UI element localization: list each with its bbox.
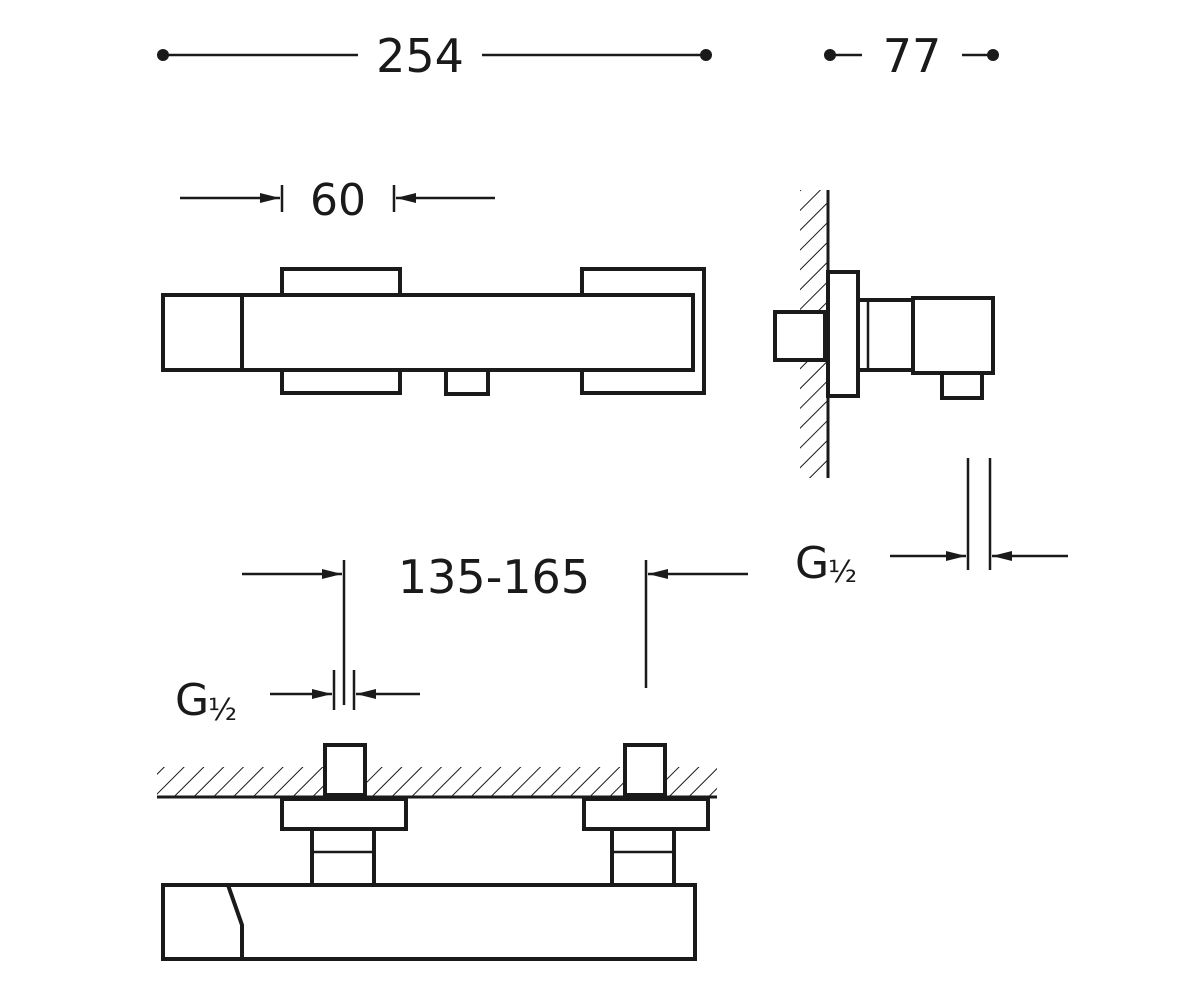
dimension-overall-depth: 77 xyxy=(824,29,999,83)
dimension-overall-width: 254 xyxy=(157,29,712,83)
front-view xyxy=(161,267,706,396)
overall-depth-label: 77 xyxy=(883,29,942,83)
thread-bottom-fraction: ½ xyxy=(208,693,237,728)
dimension-centers: 135-165 xyxy=(242,550,748,705)
thread-bottom-main: G xyxy=(175,675,209,726)
top-view xyxy=(157,743,717,961)
handle-width-label: 60 xyxy=(310,175,366,226)
side-view xyxy=(773,190,995,478)
overall-width-label: 254 xyxy=(376,29,464,83)
dimension-thread-bottom: G ½ xyxy=(175,670,420,728)
thread-side-fraction: ½ xyxy=(828,555,857,590)
dimension-handle-width: 60 xyxy=(180,175,495,226)
dimension-thread-side: G ½ xyxy=(795,458,1068,590)
thread-side-main: G xyxy=(795,538,829,589)
centers-label: 135-165 xyxy=(398,550,590,604)
